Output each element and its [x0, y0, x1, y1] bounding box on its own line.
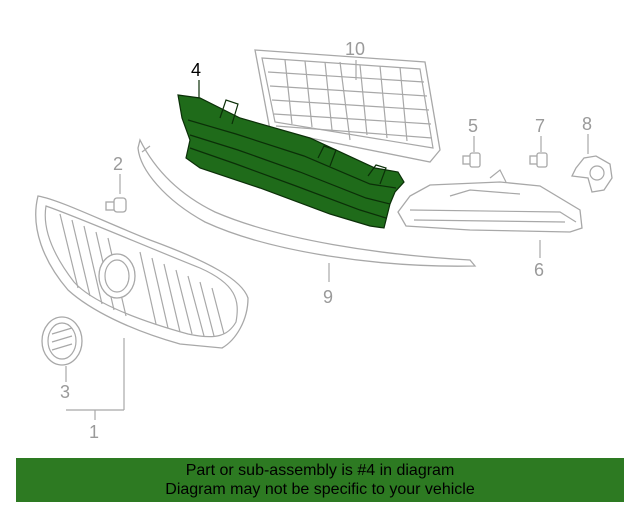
parts-diagram: 10 9 4 6 5 7 8	[35, 39, 613, 442]
part-info-banner: Part or sub-assembly is #4 in diagram Di…	[16, 458, 624, 502]
callout-3: 3	[60, 382, 70, 402]
callout-9: 9	[323, 287, 333, 307]
banner-line-1: Part or sub-assembly is #4 in diagram	[185, 462, 455, 479]
part-9-bumper-molding[interactable]	[137, 138, 477, 267]
part-4-grille-support-bracket[interactable]	[177, 94, 405, 229]
part-3-emblem[interactable]	[41, 316, 83, 366]
banner-line-2: Diagram may not be specific to your vehi…	[165, 481, 475, 498]
part-5-fastener[interactable]	[462, 152, 481, 168]
part-2-screw[interactable]	[105, 197, 127, 213]
callout-10: 10	[345, 39, 365, 59]
callout-8: 8	[582, 114, 592, 134]
callout-5: 5	[468, 116, 478, 136]
part-8-sensor-bracket[interactable]	[571, 155, 613, 193]
part-1-grille-assembly[interactable]	[35, 195, 249, 349]
part-7-fastener[interactable]	[529, 152, 548, 168]
callout-4: 4	[191, 60, 201, 80]
part-6-side-lamp-bezel[interactable]	[397, 169, 583, 233]
callout-2: 2	[113, 154, 123, 174]
callout-7: 7	[535, 116, 545, 136]
part-10-upper-grille-insert[interactable]	[254, 49, 441, 163]
callout-6: 6	[534, 260, 544, 280]
callout-1: 1	[89, 422, 99, 442]
